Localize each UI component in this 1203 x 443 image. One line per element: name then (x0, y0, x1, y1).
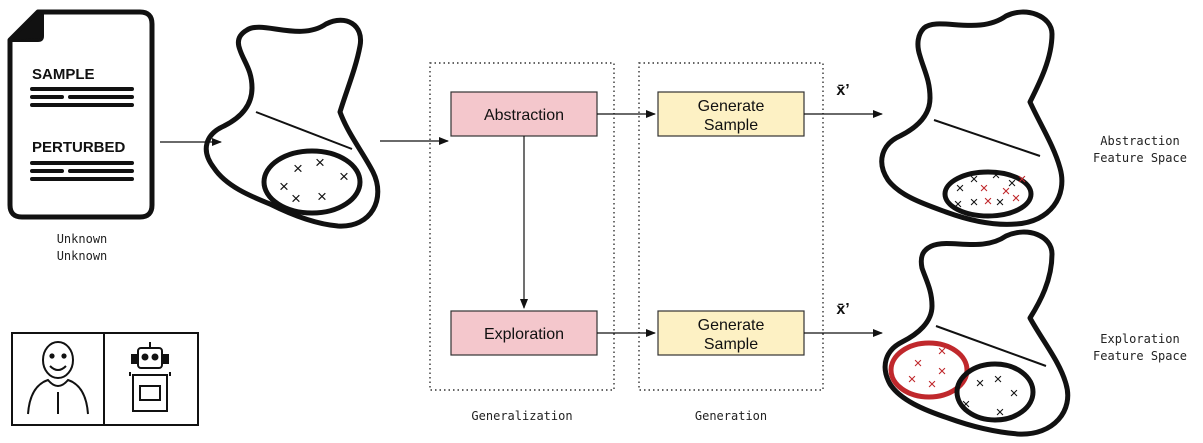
generated-marker: × (1012, 190, 1021, 207)
sample-marker: × (339, 167, 349, 186)
sample-marker: × (315, 153, 325, 172)
sample-marker: × (970, 194, 979, 211)
generated-marker: × (908, 371, 917, 388)
generalization-label: Generalization (471, 409, 572, 423)
generate-sample-box-top (657, 91, 805, 137)
abstraction-space-markers: × × × × × × × × × × × × (954, 167, 1027, 213)
sample-marker: × (317, 187, 327, 206)
exploration-space-markers: × × × × × × × × × × (908, 343, 1019, 421)
exploration-space-caption-line1: Exploration (1100, 332, 1179, 346)
generated-marker: × (938, 363, 947, 380)
exploration-box (450, 310, 598, 356)
sample-marker: × (992, 167, 1001, 184)
generate-bottom-line2: Sample (704, 336, 758, 353)
sample-marker: × (291, 189, 301, 208)
sample-marker: × (954, 196, 963, 213)
document-text-lines-bottom (30, 161, 134, 181)
generate-bottom-line1: Generate (698, 317, 765, 334)
generalization-stage-frame (429, 62, 615, 391)
generated-marker: × (928, 376, 937, 393)
sample-marker: × (279, 177, 289, 196)
exploration-label: Exploration (484, 326, 564, 343)
generated-marker: × (980, 180, 989, 197)
document-caption-line1: Unknown (57, 232, 108, 246)
sample-marker: × (996, 194, 1005, 211)
generated-marker: × (984, 193, 993, 210)
generate-top-line2: Sample (704, 117, 758, 134)
sample-marker: × (956, 180, 965, 197)
robot-icon (129, 342, 171, 412)
output-symbol-top: x̄’ (836, 82, 849, 99)
abstraction-space-caption-line2: Feature Space (1093, 151, 1187, 165)
document-perturbed-label: PERTURBED (32, 139, 126, 156)
human-icon (27, 341, 89, 415)
abstraction-label: Abstraction (484, 107, 564, 124)
document-icon: SAMPLE PERTURBED (7, 9, 155, 220)
input-feature-space-blob: × × × × × × (203, 17, 381, 229)
sample-marker: × (976, 375, 985, 392)
generation-stage-frame (638, 62, 824, 391)
sample-marker: × (970, 171, 979, 188)
exploration-feature-space-blob: × × × × × × × × × × (882, 229, 1071, 437)
sample-marker: × (962, 396, 971, 413)
exploration-space-caption-line2: Feature Space (1093, 349, 1187, 363)
abstraction-space-caption-line1: Abstraction (1100, 134, 1179, 148)
generated-marker: × (1018, 171, 1027, 188)
generated-marker: × (1002, 183, 1011, 200)
sample-marker: × (293, 159, 303, 178)
generation-label: Generation (695, 409, 767, 423)
sample-marker: × (996, 404, 1005, 421)
abstraction-box (450, 91, 598, 137)
document-caption-line2: Unknown (57, 249, 108, 263)
generate-top-line1: Generate (698, 98, 765, 115)
document-sample-label: SAMPLE (32, 66, 95, 83)
flow-arrows (160, 110, 883, 337)
document-text-lines-top (30, 87, 134, 107)
abstraction-feature-space-blob: × × × × × × × × × × × × (879, 9, 1065, 227)
sample-marker: × (1008, 175, 1017, 192)
human-robot-icon (11, 332, 199, 426)
sample-marker: × (994, 371, 1003, 388)
output-symbol-bottom: x̄’ (836, 301, 849, 318)
generated-marker: × (914, 355, 923, 372)
input-sample-markers: × × × × × × (279, 153, 349, 208)
sample-marker: × (1010, 385, 1019, 402)
generated-marker: × (938, 343, 947, 360)
